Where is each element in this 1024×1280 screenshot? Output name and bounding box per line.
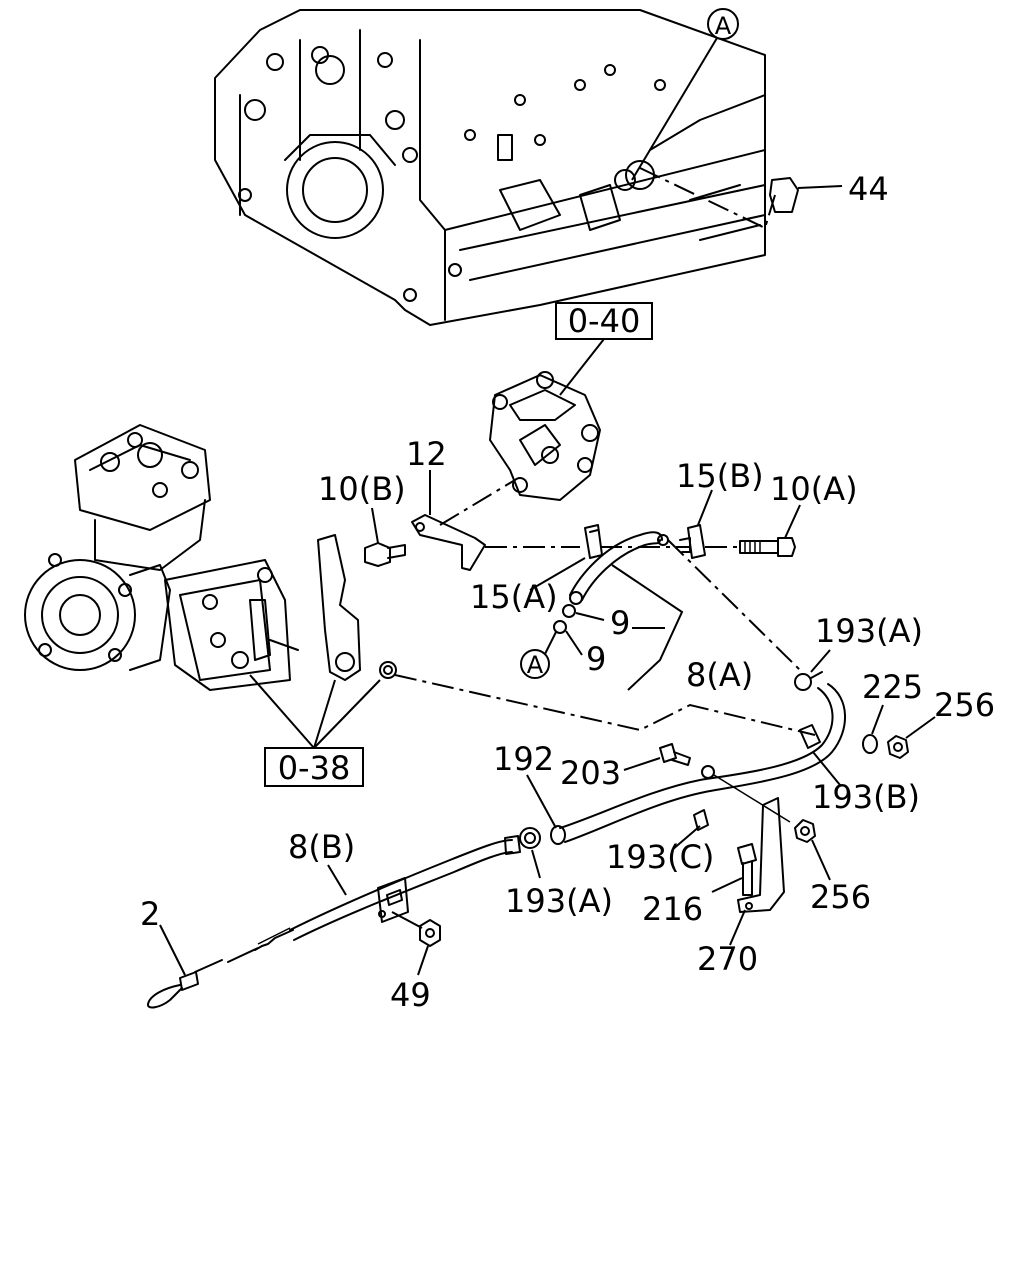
callout-193b: 193(B) (812, 778, 920, 816)
callout-216: 216 (642, 890, 703, 928)
marker-a-mid-label: A (527, 651, 544, 679)
part-193a-lower-clamp: 193(A) (505, 827, 613, 920)
part-256-lower-nut: 256 (794, 819, 871, 916)
part-9-orings: 9 9 (553, 604, 630, 678)
part-10a-bolt: 10(A) (739, 470, 858, 557)
part-15a-clip: 15(A) (470, 524, 603, 616)
callout-9-upper: 9 (610, 604, 630, 642)
callout-9-lower: 9 (586, 640, 606, 678)
part-44-plug: 44 (639, 167, 889, 230)
part-193c-clamp: 193(C) (606, 765, 791, 876)
callout-15b: 15(B) (676, 457, 764, 495)
callout-10b: 10(B) (318, 470, 406, 508)
marker-a-top: A (631, 8, 739, 181)
callout-8a: 8(A) (686, 656, 753, 694)
part-225-washer: 225 (862, 668, 923, 754)
ref-0-40: 0-40 (555, 302, 653, 396)
callout-8a-group: 8(A) (611, 564, 753, 694)
part-12-plate: 12 (406, 435, 516, 571)
part-49-nut: 49 (390, 911, 441, 1014)
callout-225: 225 (862, 668, 923, 706)
part-8b-guide-tube: 8(B) (288, 828, 521, 941)
part-216-bolt: 216 (642, 843, 757, 928)
marker-a-top-label: A (715, 12, 732, 40)
oil-pump-assembly (489, 371, 601, 501)
part-8a-tube (569, 531, 801, 671)
callout-256-right: 256 (934, 686, 995, 724)
part-203-bolt: 203 (560, 743, 691, 792)
callout-270: 270 (697, 940, 758, 978)
ref-0-38: 0-38 (249, 674, 381, 787)
callout-10a: 10(A) (770, 470, 858, 508)
bracket-plate (317, 534, 397, 681)
callout-193a-right: 193(A) (815, 612, 923, 650)
callout-203: 203 (560, 754, 621, 792)
callout-192: 192 (493, 740, 554, 778)
part-192-tube: 192 (493, 683, 846, 845)
part-2-dipstick: 2 (140, 895, 294, 1009)
callout-193a-lower: 193(A) (505, 882, 613, 920)
callout-2: 2 (140, 895, 160, 933)
part-10b-bolt: 10(B) (318, 470, 406, 567)
part-193b-clamp: 193(B) (812, 751, 920, 816)
callout-15a: 15(A) (470, 578, 558, 616)
callout-49: 49 (390, 976, 431, 1014)
marker-a-mid: A (520, 631, 557, 679)
part-256-right-nut: 256 (887, 686, 995, 759)
air-compressor (24, 424, 299, 691)
ref-0-40-label: 0-40 (568, 302, 641, 340)
callout-256-lower: 256 (810, 878, 871, 916)
callout-12: 12 (406, 435, 447, 473)
callout-44: 44 (848, 170, 889, 208)
part-15b-clip: 15(B) (676, 457, 764, 559)
engine-block (214, 9, 766, 326)
ref-0-38-label: 0-38 (278, 749, 351, 787)
callout-193c: 193(C) (606, 838, 714, 876)
callout-8b: 8(B) (288, 828, 355, 866)
part-270-bracket: 270 (697, 797, 785, 978)
part-193a-right-clamp: 193(A) (794, 612, 923, 691)
